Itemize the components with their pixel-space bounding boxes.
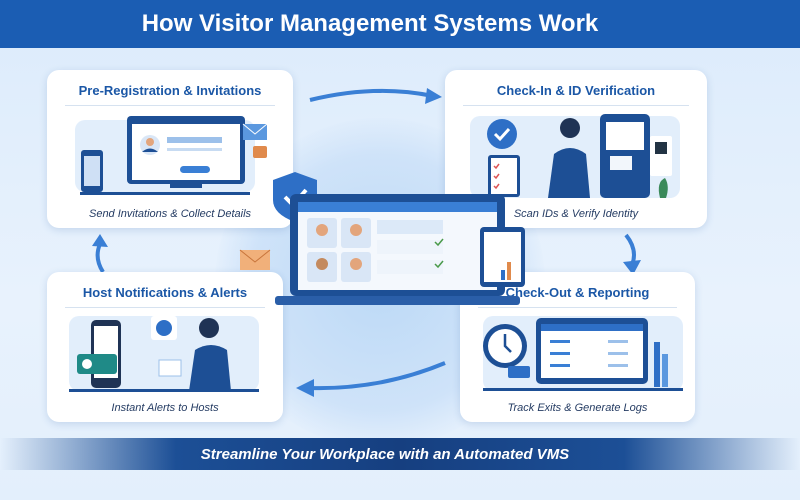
clock-report-illustration (483, 316, 683, 391)
step-card-check-out: Check-Out & Reporting Track Exits & Gene… (460, 272, 695, 422)
step-caption: Scan IDs & Verify Identity (513, 208, 639, 220)
step-caption: Instant Alerts to Hosts (111, 402, 219, 414)
step-title: Check-Out & Reporting (478, 285, 677, 308)
kiosk-check-in-illustration (470, 114, 680, 198)
footer-tagline: Streamline Your Workplace with an Automa… (200, 445, 570, 463)
step-title: Host Notifications & Alerts (65, 285, 265, 308)
arrow-right-icon (309, 88, 442, 104)
step-caption: Track Exits & Generate Logs (507, 402, 648, 414)
step-title: Pre-Registration & Invitations (65, 83, 275, 106)
monitor-invite-illustration (75, 116, 268, 195)
laptop-dashboard-illustration (239, 172, 525, 305)
phone-alert-illustration (69, 316, 259, 392)
page-title: How Visitor Management Systems Work (0, 0, 800, 48)
arrow-up-icon (92, 234, 108, 274)
footer-banner: Streamline Your Workplace with an Automa… (0, 438, 800, 470)
arrow-left-icon (296, 361, 446, 397)
arrow-down-icon (623, 233, 641, 275)
step-card-pre-registration: Pre-Registration & Invitations Send Invi… (47, 70, 293, 228)
step-title: Check-In & ID Verification (463, 83, 689, 106)
step-card-host-notifications: Host Notifications & Alerts Instant Aler… (47, 272, 283, 422)
step-caption: Send Invitations & Collect Details (88, 208, 252, 220)
